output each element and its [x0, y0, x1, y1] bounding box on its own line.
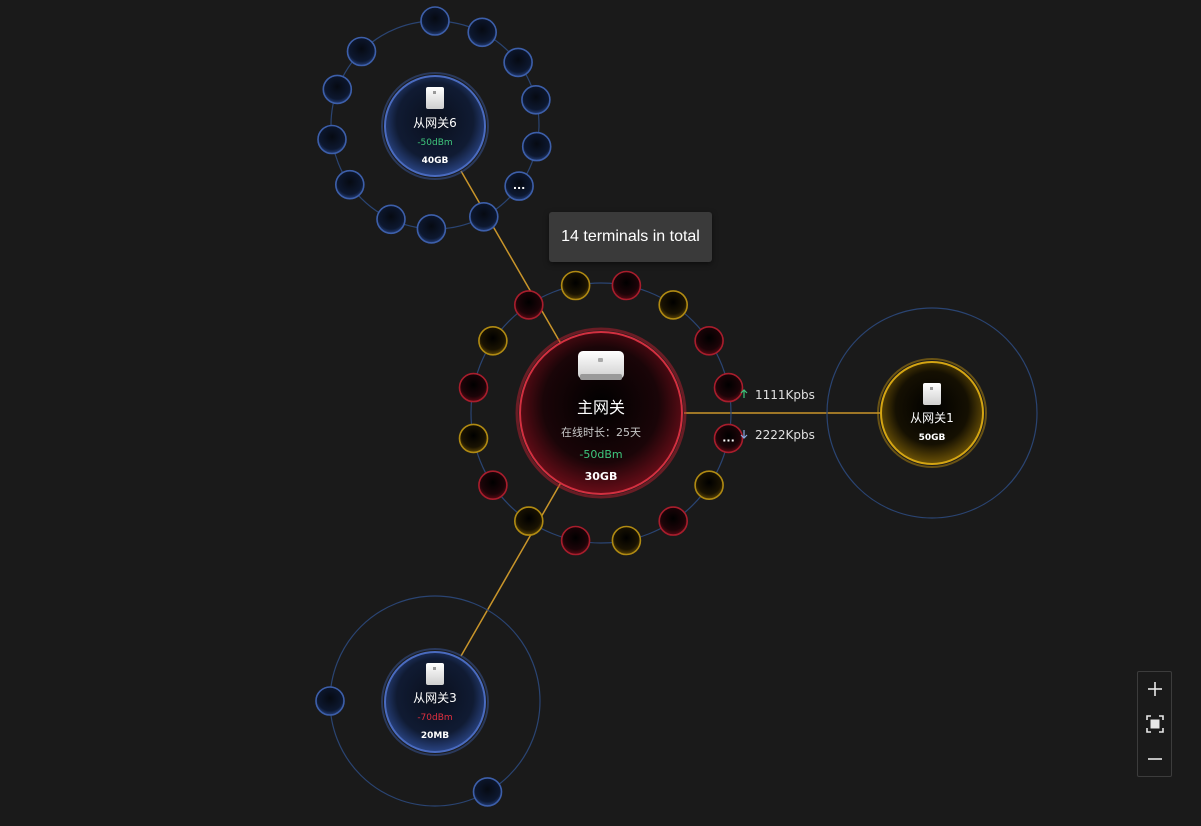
fit-screen-button[interactable] — [1143, 712, 1167, 736]
terminal-node[interactable] — [317, 124, 347, 155]
terminal-node[interactable] — [458, 372, 489, 403]
zoom-controls — [1137, 671, 1172, 777]
orbit-sub1 — [826, 307, 1038, 519]
fit-screen-icon — [1145, 715, 1164, 733]
main-gateway-node[interactable]: 主网关 在线时长：25天 -50dBm 30GB — [515, 327, 687, 499]
minus-icon — [1147, 757, 1162, 760]
more-terminals-button[interactable] — [504, 171, 534, 201]
more-terminals-button[interactable] — [713, 423, 744, 454]
more-terminals-label: ... — [513, 179, 526, 192]
sub-gateway-3-circle — [384, 651, 486, 753]
sub-gateway-3-signal: -70dBm — [417, 713, 452, 723]
sub-gateway-6-glow — [381, 72, 489, 180]
terminal-node[interactable] — [713, 372, 744, 403]
download-rate: 2222Kpbs — [755, 428, 815, 442]
terminal-node[interactable] — [315, 686, 345, 716]
terminal-node[interactable] — [322, 74, 353, 105]
router-icon — [578, 351, 624, 380]
terminal-node[interactable] — [346, 36, 377, 67]
main-gateway-uptime: 在线时长：25天 — [561, 425, 641, 439]
sub-gateway-6-terminals: ... — [317, 6, 552, 244]
terminal-node[interactable] — [458, 423, 489, 454]
terminal-node[interactable] — [416, 214, 447, 244]
zoom-in-button[interactable] — [1143, 677, 1167, 701]
terminal-node[interactable] — [468, 202, 499, 232]
terminal-node[interactable] — [694, 470, 724, 501]
sub-gateway-6-storage: 40GB — [422, 156, 449, 166]
terminal-node[interactable] — [376, 204, 406, 235]
sub-gateway-3-node[interactable]: 从网关3 -70dBm 20MB — [381, 648, 489, 756]
sub-gateway-3-name: 从网关3 — [413, 691, 457, 705]
terminal-node[interactable] — [478, 325, 508, 356]
arrow-down-icon — [740, 430, 748, 439]
sub-gateway-1-glow — [877, 358, 987, 468]
terminals-tooltip: 14 terminals in total — [549, 212, 712, 262]
sub-gateway-1-storage: 50GB — [919, 433, 946, 443]
arrow-up-icon — [740, 389, 748, 398]
main-gateway-storage: 30GB — [585, 470, 618, 483]
main-gateway-glow — [515, 327, 687, 499]
terminal-node[interactable] — [478, 470, 508, 501]
main-gateway-circle — [519, 331, 683, 495]
upload-rate: 1111Kpbs — [755, 388, 815, 402]
terminal-node[interactable] — [560, 525, 591, 556]
sub-gateway-3-terminals — [315, 686, 503, 807]
terminal-node[interactable] — [521, 131, 552, 162]
terminal-node[interactable] — [611, 525, 642, 556]
sub-gateway-6-node[interactable]: 从网关6 -50dBm 40GB — [381, 72, 489, 180]
sub-gateway-3-storage: 20MB — [421, 731, 449, 741]
terminal-node[interactable] — [472, 777, 503, 807]
more-terminals-label: ... — [722, 431, 735, 444]
plus-icon — [1147, 682, 1162, 697]
sub-gateway-1-name: 从网关1 — [910, 411, 954, 425]
traffic-info: 1111Kpbs 2222Kpbs — [740, 388, 815, 442]
sub-gateway-6-name: 从网关6 — [413, 116, 457, 130]
zoom-out-button[interactable] — [1143, 747, 1167, 771]
terminal-node[interactable] — [658, 290, 689, 320]
router-icon — [923, 383, 941, 405]
terminal-node[interactable] — [560, 270, 591, 301]
terminal-node[interactable] — [513, 506, 544, 536]
router-icon — [426, 663, 444, 685]
sub-gateway-1-circle — [880, 361, 984, 465]
main-gateway-name: 主网关 — [577, 398, 625, 417]
terminal-node[interactable] — [420, 6, 450, 36]
terminal-node[interactable] — [611, 270, 642, 301]
terminal-node[interactable] — [334, 169, 365, 200]
terminal-node[interactable] — [521, 85, 551, 115]
terminal-node[interactable] — [467, 17, 498, 48]
sub-gateway-6-signal: -50dBm — [417, 138, 452, 148]
terminal-node[interactable] — [513, 290, 544, 320]
terminal-node[interactable] — [503, 47, 533, 78]
terminal-node[interactable] — [694, 325, 724, 356]
sub-gateway-1-node[interactable]: 从网关1 50GB — [877, 358, 987, 468]
sub-gateway-3-glow — [381, 648, 489, 756]
orbit-main — [470, 282, 732, 544]
router-icon — [426, 87, 444, 109]
main-gateway-terminals: ... — [458, 270, 744, 556]
terminal-node[interactable] — [658, 506, 689, 536]
main-gateway-signal: -50dBm — [579, 448, 622, 461]
sub-gateway-6-circle — [384, 75, 486, 177]
